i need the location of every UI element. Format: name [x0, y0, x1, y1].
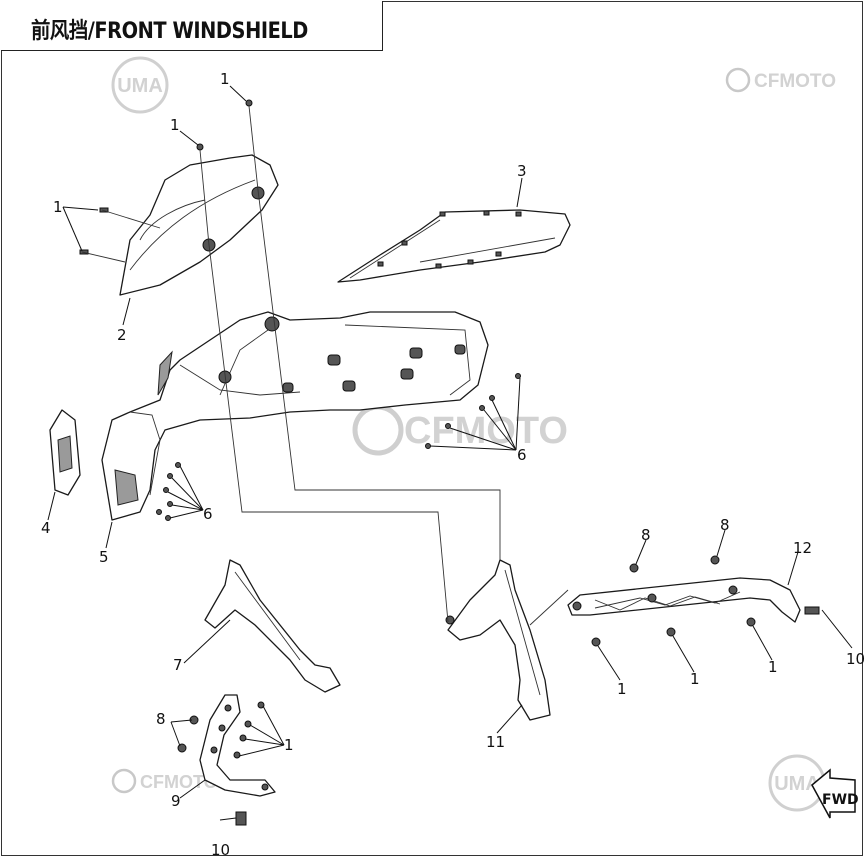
callout-2: 2: [117, 326, 127, 344]
side-panel-part-4: [49, 409, 81, 496]
fwd-label: FWD: [822, 792, 859, 808]
callout-8: 8: [720, 516, 730, 534]
callout-1: 1: [617, 680, 627, 698]
bracket-part-9: [199, 694, 276, 797]
bracket-part-7: [204, 559, 341, 693]
callout-1: 1: [170, 116, 180, 134]
callout-11: 11: [486, 733, 505, 751]
fasteners: [79, 99, 820, 826]
callout-7: 7: [173, 656, 183, 674]
callout-1: 1: [284, 736, 294, 754]
windshield-part-2: [119, 154, 279, 296]
callout-5: 5: [99, 548, 109, 566]
callout-12: 12: [793, 539, 812, 557]
trim-cover-part-3: [337, 209, 571, 283]
cfmoto-watermark-top: CFMOTO: [725, 67, 836, 93]
bracket-part-11: [445, 559, 551, 721]
callout-1: 1: [220, 70, 230, 88]
leader-lines: [47, 85, 853, 821]
callout-1: 1: [768, 658, 778, 676]
cfmoto-watermark-bottom: CFMOTO: [111, 768, 218, 794]
callout-3: 3: [517, 162, 527, 180]
callout-10: 10: [846, 650, 865, 668]
cfmoto-watermark-text-top: CFMOTO: [754, 71, 836, 92]
uma-watermark-text: UMA: [117, 75, 163, 97]
callout-1: 1: [53, 198, 63, 216]
fwd-arrow-icon: FWD: [811, 768, 859, 819]
callout-1: 1: [690, 670, 700, 688]
page-title: 前风挡/FRONT WINDSHIELD: [31, 19, 308, 44]
cfmoto-watermark-text-center: CFMOTO: [404, 410, 568, 452]
callout-8: 8: [641, 526, 651, 544]
uma-watermark-top: UMA: [111, 56, 169, 114]
callout-10: 10: [211, 841, 230, 859]
bracket-arm-part-12: [567, 577, 801, 623]
title-box: 前风挡/FRONT WINDSHIELD: [1, 1, 383, 51]
callout-9: 9: [171, 792, 181, 810]
callout-6: 6: [203, 505, 213, 523]
main-frame-part-5: [101, 311, 489, 521]
assembly-guide-lines: [81, 105, 569, 626]
callout-4: 4: [41, 519, 51, 537]
callout-8: 8: [156, 710, 166, 728]
callout-6: 6: [517, 446, 527, 464]
uma-watermark-text-bottom: UMA: [774, 773, 820, 795]
callout-numbers: 1 1 1 2 3 4 5 6 6 7 8 9 10 11 8 8 12 10 …: [41, 70, 865, 859]
cfmoto-watermark-center: CFMOTO: [352, 404, 568, 456]
cfmoto-watermark-text-bottom: CFMOTO: [140, 772, 218, 792]
